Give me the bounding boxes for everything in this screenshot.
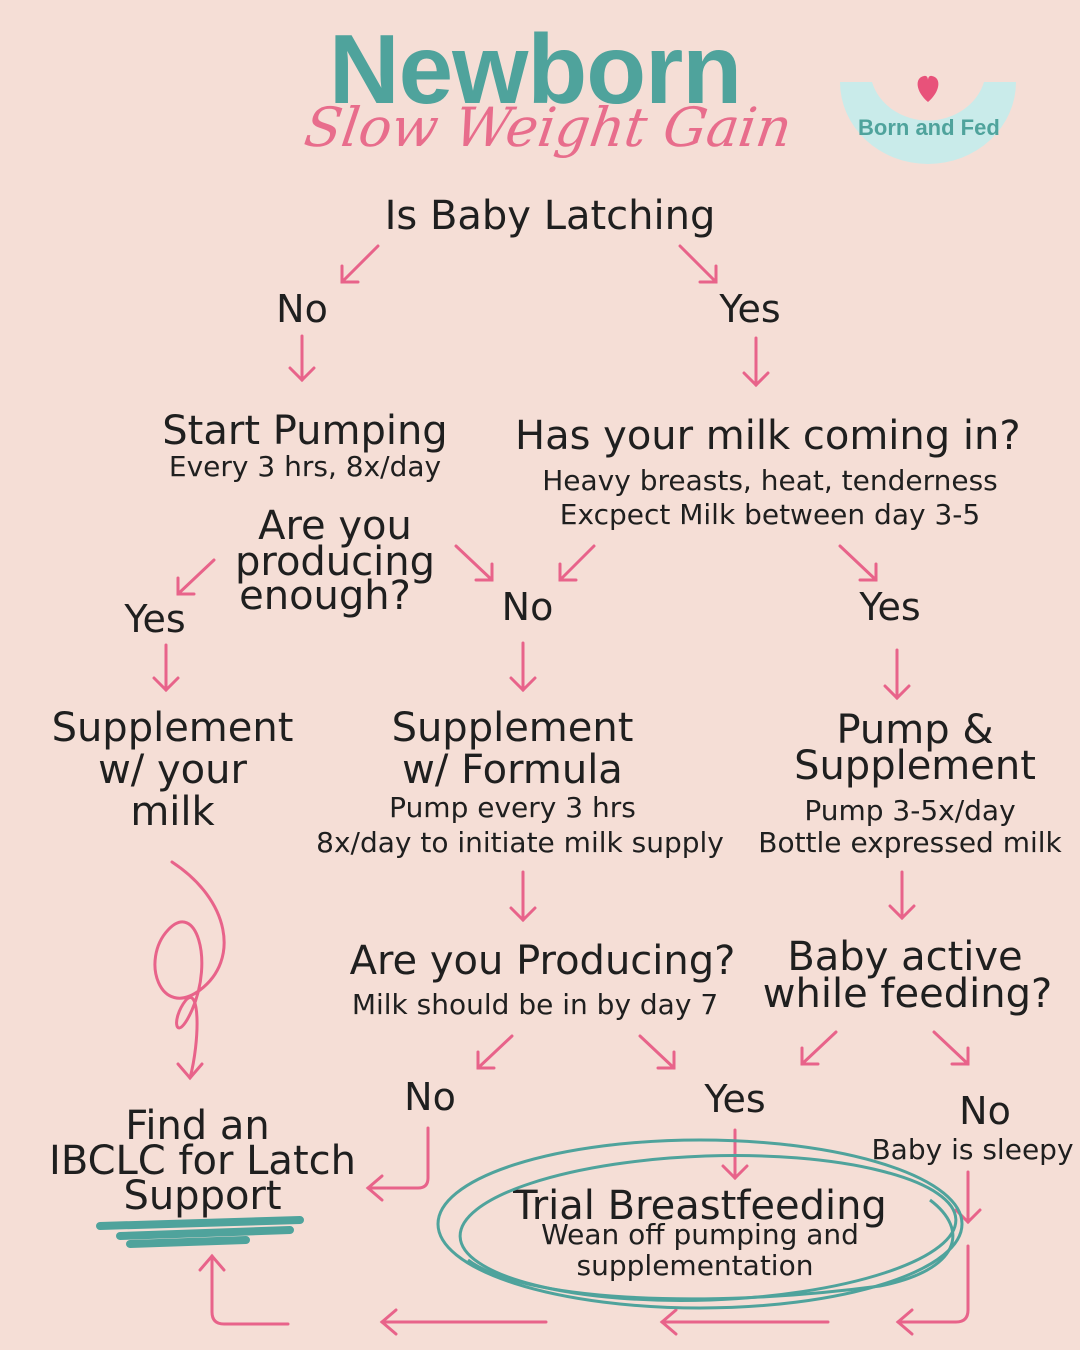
supp-formula-detail-1: Pump every 3 hrs	[389, 791, 636, 824]
milk-no-label: No	[501, 585, 554, 629]
arrow-active-no	[932, 1030, 970, 1066]
arrow-enough-yes	[176, 558, 216, 596]
arrow-active-yes	[800, 1030, 838, 1066]
producing-enough-line2: producing	[234, 539, 436, 585]
arrow-enough-no	[454, 544, 494, 582]
producing-enough-line1: Are you	[258, 503, 412, 549]
producing-no-label: No	[404, 1075, 456, 1119]
ibclc-line3: Support	[123, 1173, 282, 1219]
heart-icon	[917, 75, 939, 102]
arrow-root-yes	[678, 244, 718, 284]
milk-coming-detail-1: Heavy breasts, heat, tenderness	[542, 464, 998, 497]
supp-formula-detail-2: 8x/day to initiate milk supply	[316, 826, 724, 859]
supp-your-milk-line3: milk	[130, 789, 215, 835]
page-title: Newborn	[328, 14, 742, 124]
arrow-milk-no	[558, 544, 596, 582]
supp-formula-line1: Supplement	[391, 705, 634, 751]
milk-yes-label: Yes	[859, 585, 921, 629]
trial-circle-3	[467, 1198, 955, 1301]
trial-detail-2: supplementation	[576, 1249, 814, 1282]
arrow-no-ibclc	[366, 1126, 430, 1190]
arrow-milk-yes	[838, 544, 878, 582]
active-no-detail: Baby is sleepy	[871, 1133, 1074, 1166]
latch-yes-label: Yes	[719, 287, 781, 331]
arrow-up-ibclc	[210, 1254, 290, 1326]
start-pumping-detail: Every 3 hrs, 8x/day	[168, 450, 442, 483]
are-producing-detail: Milk should be in by day 7	[351, 988, 719, 1021]
active-no-label: No	[959, 1089, 1011, 1133]
milk-coming-title: Has your milk coming in?	[515, 413, 1021, 459]
milk-coming-detail-2: Excpect Milk between day 3-5	[559, 498, 981, 531]
pump-supplement-detail-1: Pump 3-5x/day	[804, 794, 1016, 827]
producing-yes-label: Yes	[704, 1077, 766, 1121]
baby-active-line1: Baby active	[787, 934, 1023, 980]
ibclc-underline	[96, 1216, 304, 1230]
start-pumping-title: Start Pumping	[162, 408, 448, 454]
producing-enough-line3: enough?	[239, 573, 411, 619]
logo-text: Born and Fed	[858, 115, 1000, 140]
ibclc-line1: Find an	[125, 1103, 270, 1149]
supp-your-milk-line1: Supplement	[51, 705, 294, 751]
trial-title: Trial Breastfeeding	[513, 1183, 887, 1229]
are-producing-title: Are you Producing?	[349, 938, 736, 984]
arrow-bottom-right	[896, 1244, 970, 1324]
enough-yes-label: Yes	[124, 597, 186, 641]
pump-supplement-detail-2: Bottle expressed milk	[758, 826, 1062, 859]
root-question: Is Baby Latching	[384, 193, 716, 239]
ibclc-line2: IBCLC for Latch	[49, 1138, 356, 1184]
arrow-root-no	[340, 244, 380, 284]
brand-logo: Born and Fed	[836, 60, 1021, 170]
arrow-producing-yes	[638, 1034, 676, 1070]
baby-active-line2: while feeding?	[762, 971, 1053, 1017]
trial-detail-1: Wean off pumping and	[541, 1218, 859, 1251]
supp-your-milk-line2: w/ your	[98, 747, 247, 793]
squiggle-arrow	[153, 860, 226, 1080]
latch-no-label: No	[276, 287, 328, 331]
arrow-producing-no	[476, 1034, 514, 1070]
pump-supplement-line2: Supplement	[794, 743, 1036, 789]
supp-formula-line2: w/ Formula	[402, 747, 623, 793]
trial-circle-1	[436, 1138, 964, 1310]
pump-supplement-line1: Pump &	[836, 707, 994, 753]
